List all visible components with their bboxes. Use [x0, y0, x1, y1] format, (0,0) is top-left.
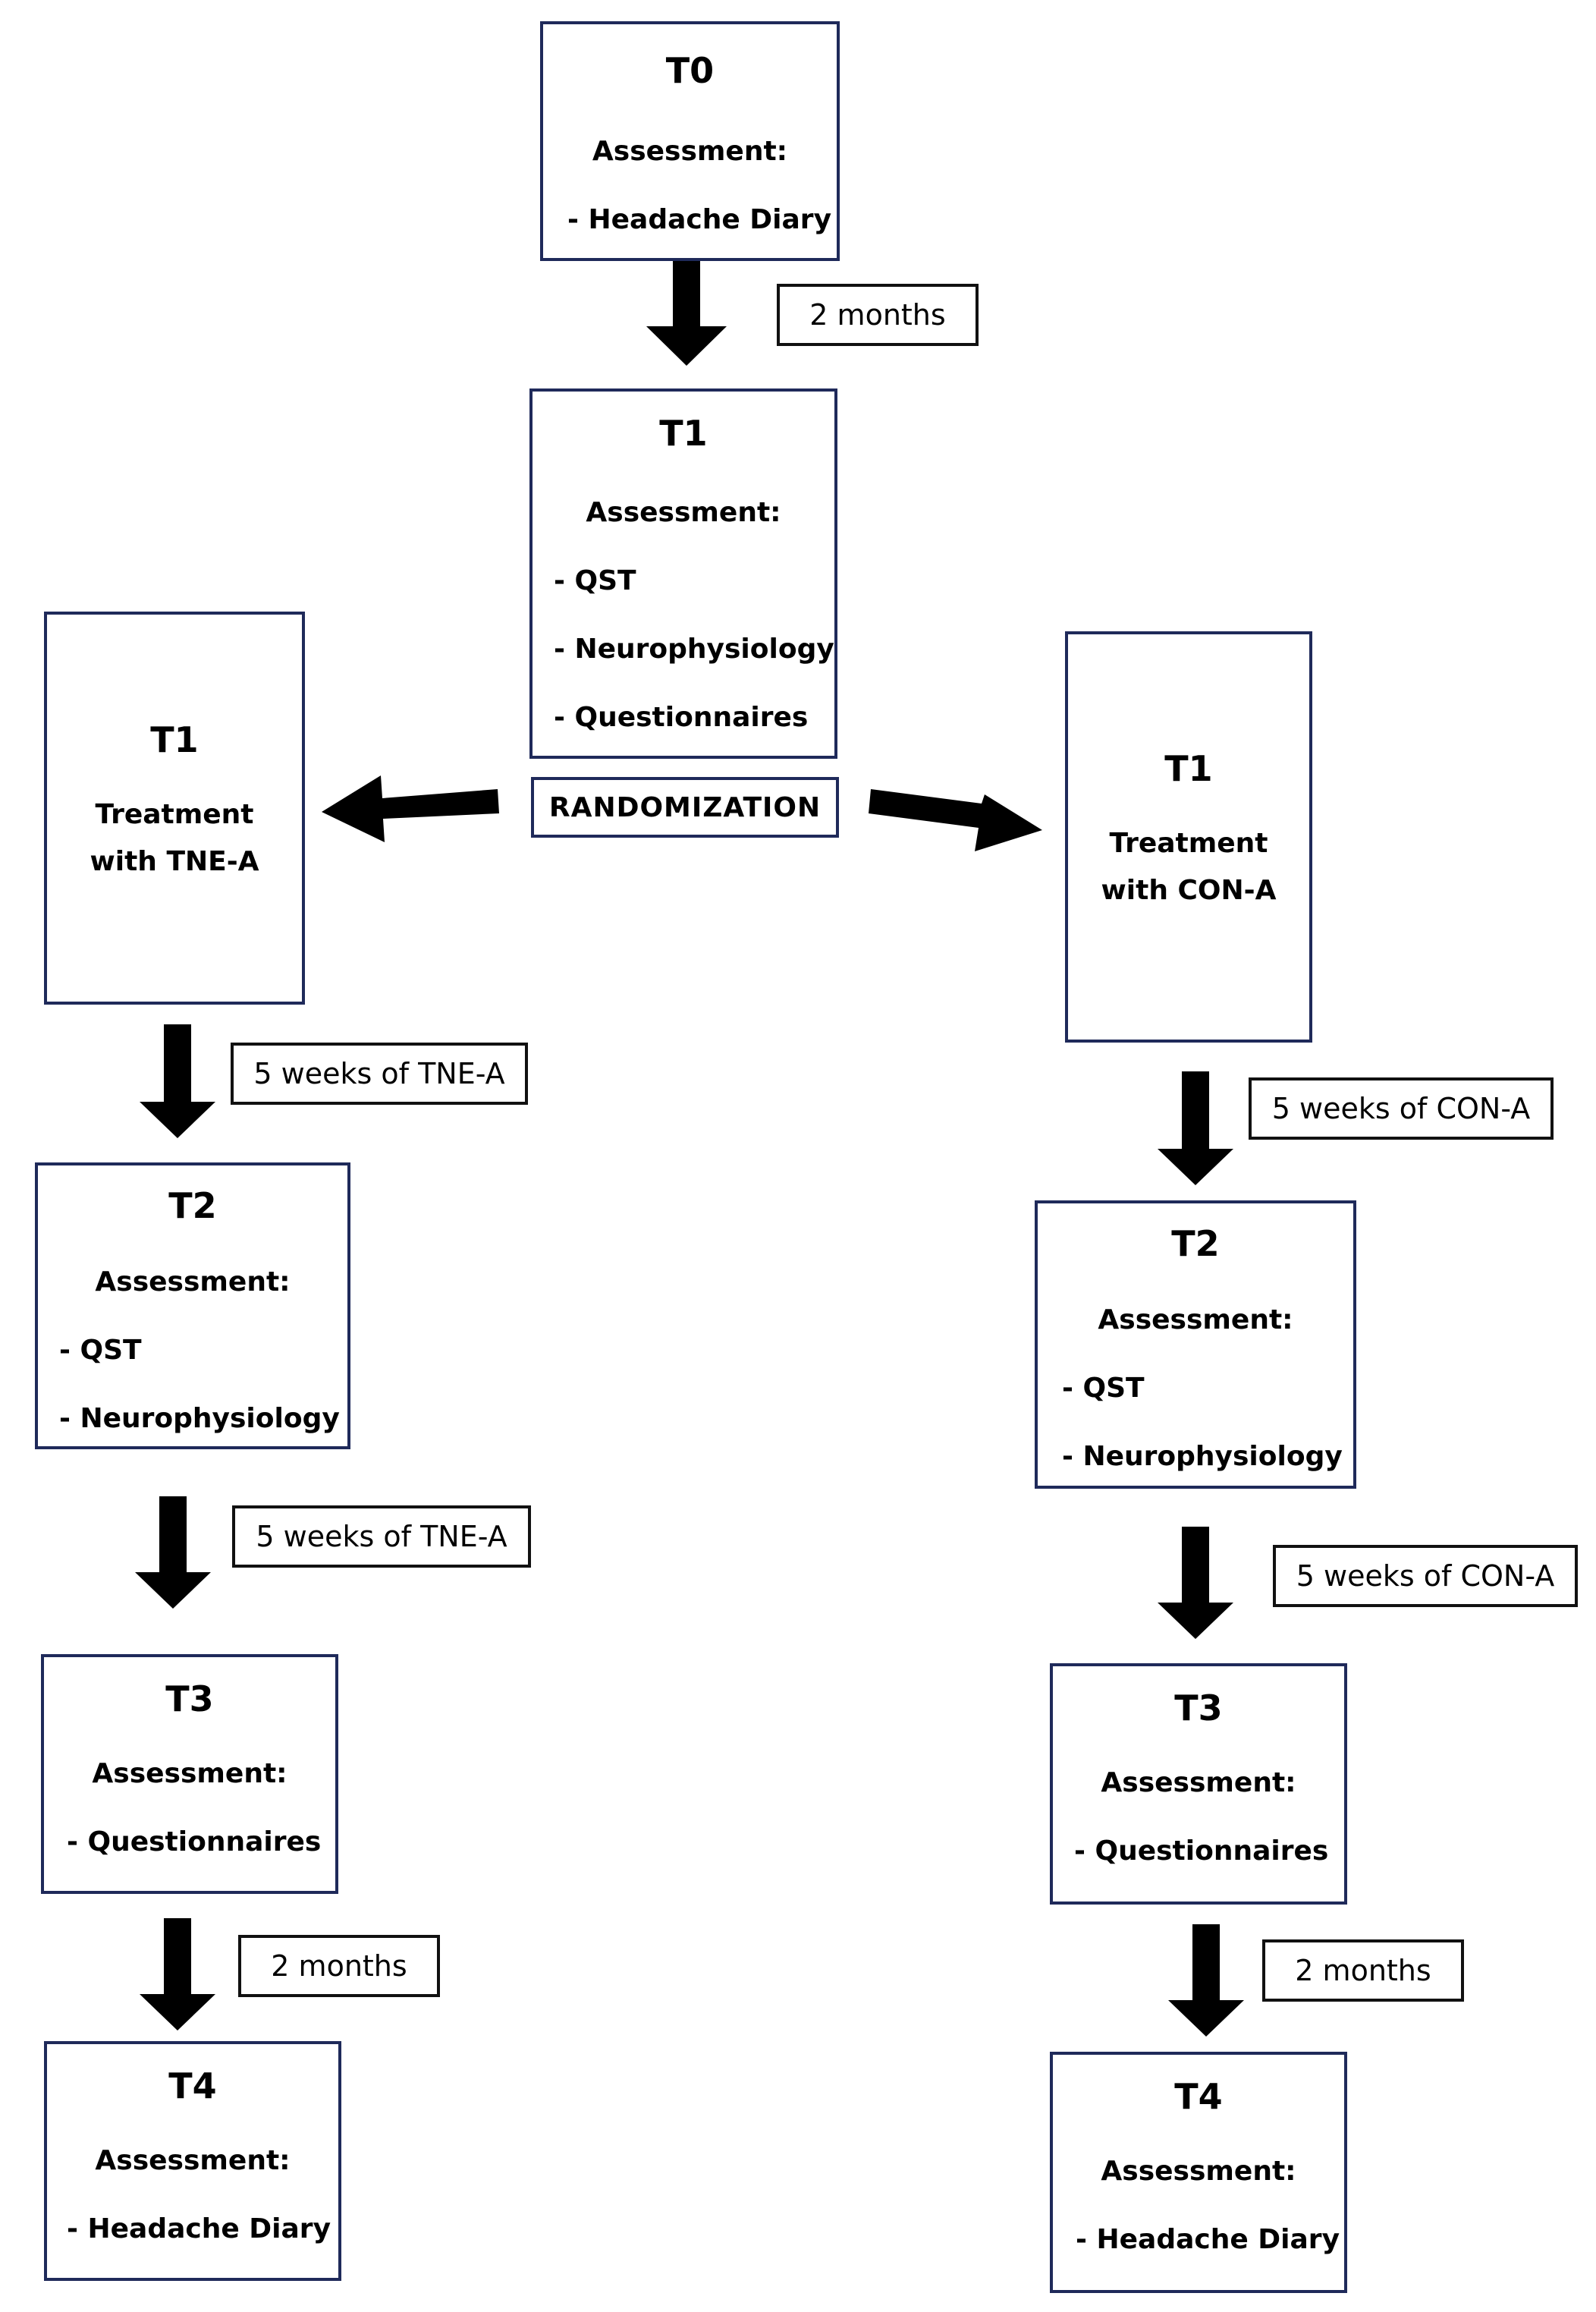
arrow-left-t2-to-t3 — [135, 1496, 211, 1609]
right-t3-heading: Assessment: — [1101, 1767, 1296, 1798]
right-interval-1-note: 5 weeks of CON-A — [1249, 1077, 1554, 1140]
right-t3-title: T3 — [1174, 1688, 1223, 1728]
t0-title: T0 — [665, 50, 715, 91]
t1-center-heading: Assessment: — [586, 497, 781, 528]
right-t2-item: - Neurophysiology — [1062, 1441, 1343, 1472]
arrow-right-t2-to-t3 — [1158, 1527, 1233, 1639]
right-t1-treatment-box: T1 Treatment with CON-A — [1065, 631, 1312, 1043]
left-t3-title: T3 — [165, 1678, 214, 1719]
right-t4-heading: Assessment: — [1101, 2156, 1296, 2187]
left-interval-3-note: 2 months — [238, 1935, 440, 1997]
left-t2-box: T2 Assessment: - QST - Neurophysiology — [35, 1162, 350, 1449]
t0-box: T0 Assessment: - Headache Diary — [540, 21, 840, 261]
t0-item: - Headache Diary — [567, 204, 832, 235]
right-t2-item: - QST — [1062, 1373, 1145, 1404]
right-interval-2-note: 5 weeks of CON-A — [1273, 1545, 1578, 1607]
right-t1-treatment-line: Treatment — [1109, 828, 1268, 859]
t1-center-item: - QST — [554, 565, 636, 596]
arrow-randomization-left — [322, 775, 499, 842]
right-t2-box: T2 Assessment: - QST - Neurophysiology — [1035, 1200, 1356, 1489]
left-t3-heading: Assessment: — [92, 1758, 287, 1789]
left-t2-item: - QST — [59, 1335, 142, 1366]
arrow-right-t1-to-t2 — [1158, 1071, 1233, 1185]
left-t2-item: - Neurophysiology — [59, 1403, 340, 1434]
right-t4-item: - Headache Diary — [1076, 2224, 1340, 2255]
arrow-left-t1-to-t2 — [140, 1024, 215, 1138]
left-t1-treatment-line: Treatment — [95, 799, 254, 830]
left-t4-title: T4 — [168, 2065, 217, 2106]
left-t4-box: T4 Assessment: - Headache Diary — [44, 2041, 341, 2281]
right-t3-box: T3 Assessment: - Questionnaires — [1050, 1663, 1347, 1905]
t1-center-box: T1 Assessment: - QST - Neurophysiology -… — [529, 388, 837, 759]
right-t1-treatment-line: with CON-A — [1101, 875, 1277, 906]
right-t4-title: T4 — [1174, 2076, 1223, 2117]
t1-center-item: - Neurophysiology — [554, 634, 834, 665]
left-t4-item: - Headache Diary — [67, 2213, 331, 2244]
left-t2-heading: Assessment: — [95, 1266, 291, 1298]
right-t4-box: T4 Assessment: - Headache Diary — [1050, 2052, 1347, 2293]
left-t1-treatment-line: with TNE-A — [90, 846, 259, 877]
left-t2-title: T2 — [168, 1185, 217, 1226]
left-t1-treatment-box: T1 Treatment with TNE-A — [44, 612, 305, 1005]
left-t3-item: - Questionnaires — [67, 1826, 322, 1857]
arrow-randomization-right — [869, 789, 1042, 851]
t1-center-item: - Questionnaires — [554, 702, 809, 733]
right-t3-item: - Questionnaires — [1074, 1835, 1329, 1867]
interval-t0-t1-note: 2 months — [777, 284, 979, 346]
left-interval-1-note: 5 weeks of TNE-A — [231, 1043, 528, 1105]
right-t1-title: T1 — [1164, 748, 1213, 789]
left-t1-title: T1 — [150, 719, 199, 760]
arrow-t0-to-t1 — [646, 256, 727, 366]
randomization-box: RANDOMIZATION — [531, 777, 839, 838]
t0-heading: Assessment: — [592, 136, 788, 167]
left-t3-box: T3 Assessment: - Questionnaires — [41, 1654, 338, 1894]
left-t4-heading: Assessment: — [95, 2145, 291, 2176]
left-interval-2-note: 5 weeks of TNE-A — [232, 1505, 531, 1568]
arrow-right-t3-to-t4 — [1168, 1924, 1244, 2037]
right-t2-heading: Assessment: — [1098, 1304, 1293, 1335]
t1-center-title: T1 — [659, 413, 708, 454]
right-t2-title: T2 — [1171, 1223, 1220, 1264]
arrow-left-t3-to-t4 — [140, 1918, 215, 2030]
right-interval-3-note: 2 months — [1262, 1939, 1464, 2002]
